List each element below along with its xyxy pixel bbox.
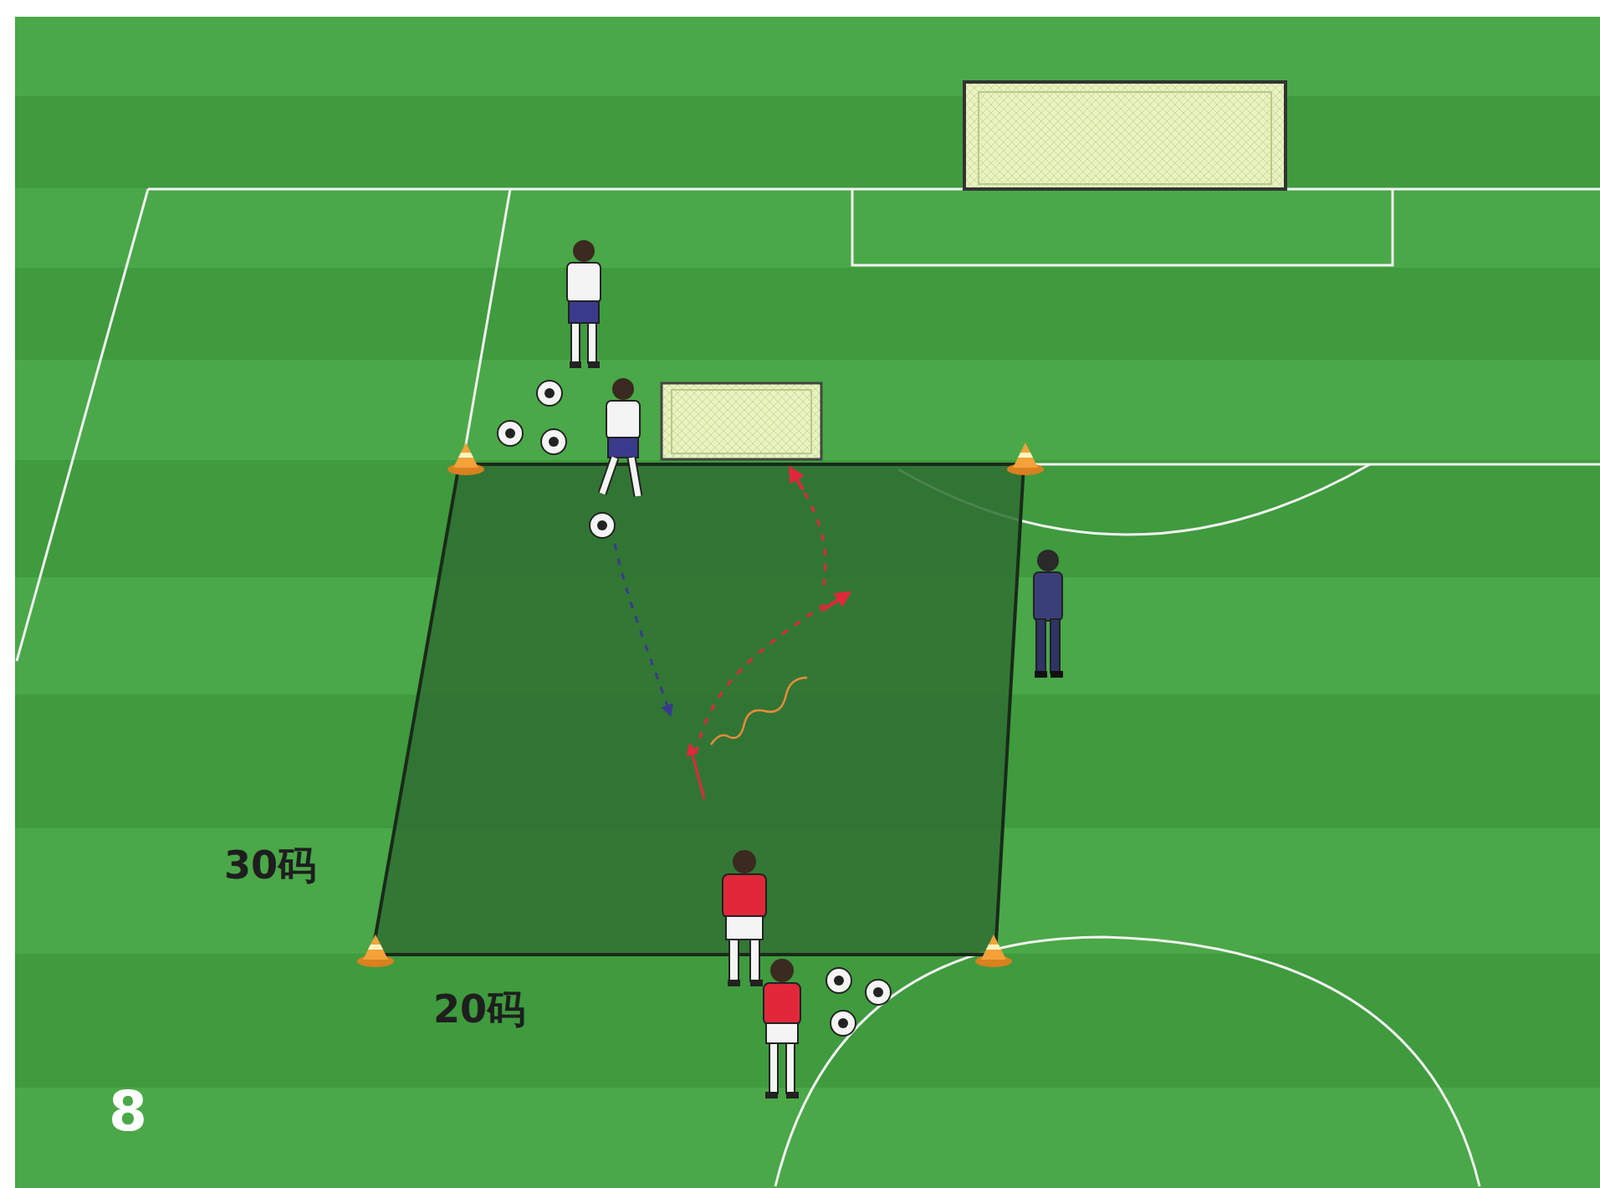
small-goal bbox=[661, 383, 822, 460]
corner-cones bbox=[357, 442, 1044, 967]
dimension-label: 30码 bbox=[224, 839, 317, 892]
movement-arrows bbox=[614, 472, 845, 799]
dimension-label: 20码 bbox=[433, 983, 526, 1036]
figure-number: 8 bbox=[108, 1078, 148, 1144]
grass bbox=[15, 16, 1600, 1188]
white-players bbox=[567, 240, 640, 496]
main-goal bbox=[964, 81, 1286, 190]
pitch-lines bbox=[16, 189, 1600, 1186]
drill-area bbox=[372, 464, 1024, 955]
coach bbox=[1033, 549, 1064, 678]
balls bbox=[497, 380, 891, 1036]
red-players bbox=[722, 849, 801, 1099]
